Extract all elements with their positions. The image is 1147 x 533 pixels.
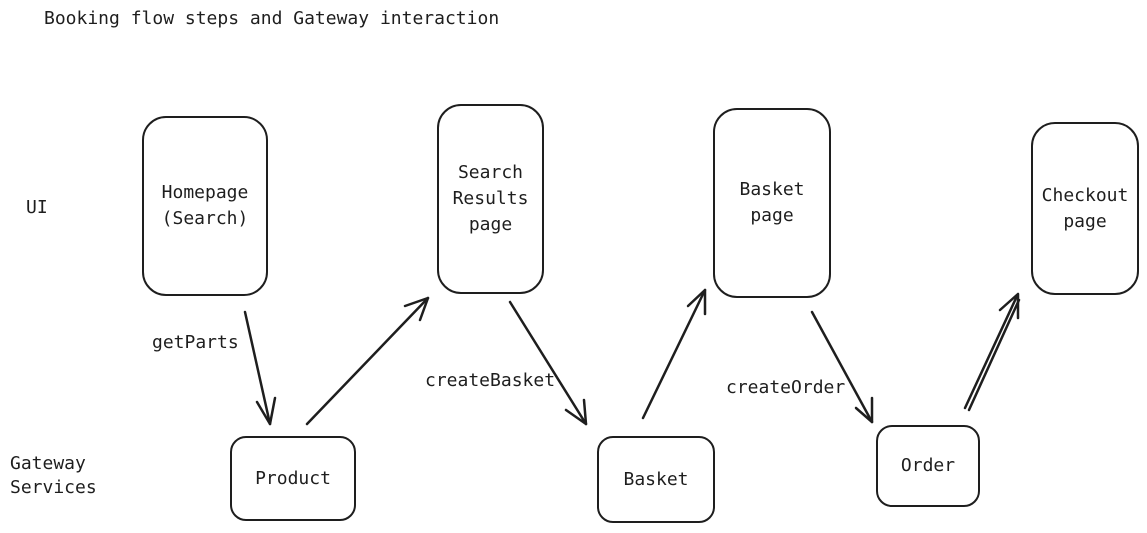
node-homepage: Homepage (Search): [142, 116, 268, 296]
node-search-results-label: Search Results page: [452, 162, 529, 235]
node-homepage-label: Homepage (Search): [161, 182, 249, 229]
arrow-basket-to-basket-page: [641, 288, 707, 420]
node-order-label: Order: [900, 455, 956, 476]
node-basket-service: Basket: [597, 436, 715, 523]
arrow-search-results-to-basket: [508, 300, 588, 426]
node-search-results-page: Search Results page: [437, 104, 544, 294]
lane-label-gateway-services: Gateway Services: [10, 453, 97, 498]
node-basket-label: Basket: [623, 468, 689, 490]
arrow-order-to-checkout-page: [963, 292, 1021, 412]
edge-label-getparts: getParts: [152, 332, 239, 353]
node-order-service: Order: [876, 425, 980, 507]
node-checkout-page: Checkout page: [1031, 122, 1139, 295]
edge-label-createorder: createOrder: [726, 377, 846, 398]
lane-label-ui: UI: [26, 197, 48, 218]
node-product-service: Product: [230, 436, 356, 521]
arrow-homepage-to-product: [243, 310, 277, 426]
node-product-label: Product: [255, 467, 331, 489]
diagram-title: Booking flow steps and Gateway interacti…: [44, 8, 500, 29]
arrow-basket-page-to-order: [810, 310, 874, 424]
arrow-product-to-search-results: [305, 296, 430, 426]
node-basket-page: Basket page: [713, 108, 831, 298]
node-basket-page-label: Basket page: [739, 179, 805, 226]
edge-label-createbasket: createBasket: [425, 370, 556, 391]
node-checkout-page-label: Checkout page: [1041, 184, 1129, 232]
